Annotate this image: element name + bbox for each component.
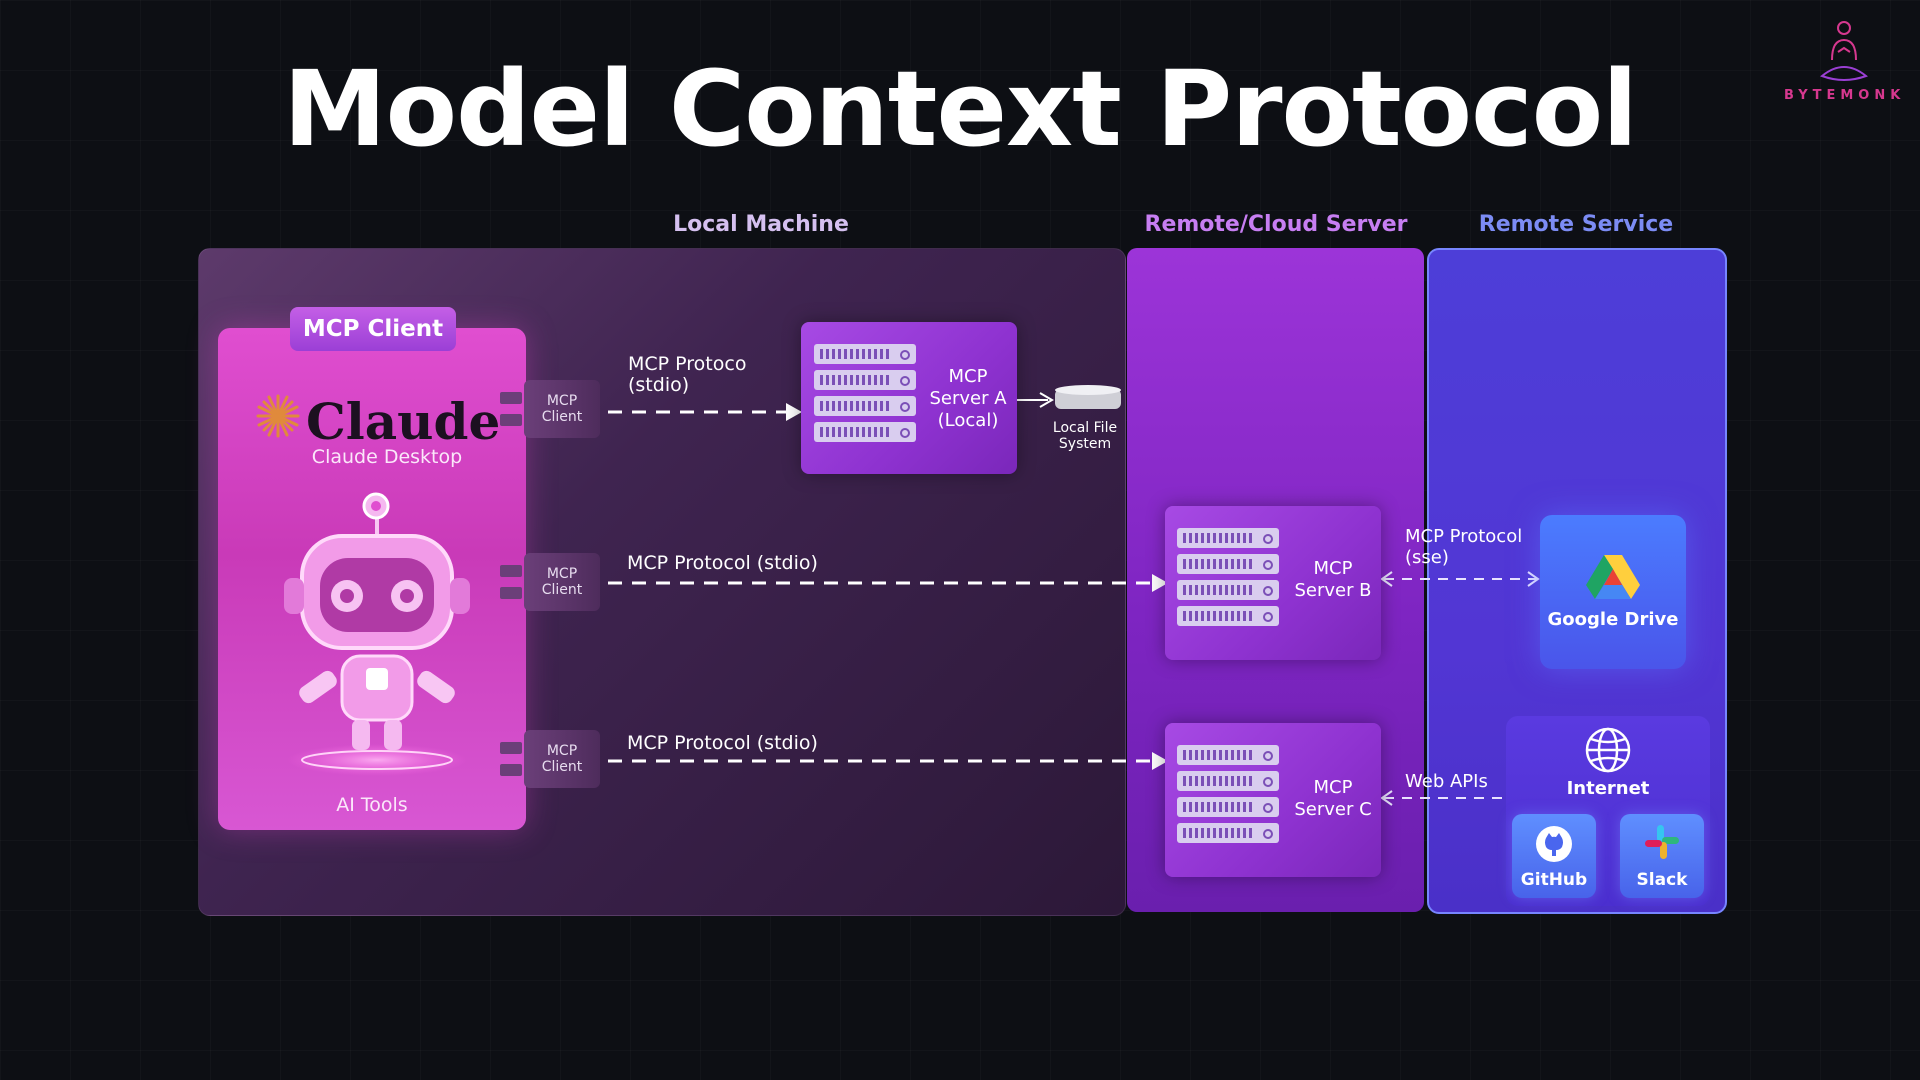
brand-logo-text: BYTEMONK — [1784, 88, 1906, 103]
internet-label: Internet — [1566, 778, 1650, 799]
port-connector — [500, 565, 522, 577]
server-rack-icon — [1177, 771, 1279, 791]
server-b-label-line2: Server B — [1294, 580, 1372, 601]
connection-label-1: MCP Protoco (stdio) — [628, 354, 746, 396]
server-rack-icon — [1177, 554, 1279, 574]
server-a-label-line3: (Local) — [937, 410, 999, 431]
server-b-label: MCP Server B — [1287, 558, 1379, 602]
google-drive-label: Google Drive — [1547, 609, 1679, 630]
port-connector — [500, 764, 522, 776]
slack-label: Slack — [1636, 870, 1688, 890]
mcp-client-port-3: MCP Client — [524, 730, 600, 788]
port-connector — [500, 742, 522, 754]
server-c-label-line1: MCP — [1313, 777, 1353, 798]
arrowhead — [786, 403, 802, 421]
google-drive-icon — [1586, 555, 1640, 599]
port-connector — [500, 587, 522, 599]
arrowhead — [1152, 752, 1168, 770]
server-rack-icon — [1177, 528, 1279, 548]
server-c-label-line2: Server C — [1294, 799, 1372, 820]
slack-card: Slack — [1620, 814, 1704, 898]
local-file-system-label: Local File System — [1040, 420, 1130, 452]
monk-icon — [1820, 21, 1868, 81]
port-label: MCP Client — [541, 393, 583, 425]
port-connector — [500, 392, 522, 404]
server-rack-icon — [814, 344, 916, 364]
brand-logo: BYTEMONK — [1784, 18, 1904, 108]
server-rack-icon — [814, 370, 916, 390]
connection-label-1-line1: MCP Protoco — [628, 353, 747, 375]
server-rack-icon — [1177, 580, 1279, 600]
server-a-label: MCP Server A (Local) — [921, 366, 1015, 432]
claude-star-icon — [256, 394, 300, 438]
mcp-server-c: MCP Server C — [1165, 723, 1381, 877]
github-label: GitHub — [1520, 870, 1588, 890]
server-rack-icon — [814, 422, 916, 442]
github-icon — [1536, 826, 1572, 862]
arrowhead — [1152, 574, 1168, 592]
zone-label-remote: Remote/Cloud Server — [1144, 212, 1408, 237]
mcp-client-port-2: MCP Client — [524, 553, 600, 611]
server-c-label: MCP Server C — [1287, 777, 1379, 821]
local-fs-line1: Local File — [1052, 420, 1118, 436]
server-rack-icon — [814, 396, 916, 416]
connection-label-1-line2: (stdio) — [628, 374, 690, 396]
mcp-server-a: MCP Server A (Local) — [801, 322, 1017, 474]
zone-label-local: Local Machine — [673, 212, 849, 237]
connection-label-3: MCP Protocol (stdio) — [627, 732, 818, 754]
mcp-server-b: MCP Server B — [1165, 506, 1381, 660]
google-drive-card: Google Drive — [1540, 515, 1686, 669]
server-rack-icon — [1177, 823, 1279, 843]
server-rack-icon — [1177, 797, 1279, 817]
local-fs-line2: System — [1058, 436, 1112, 452]
sse-link-label: MCP Protocol (sse) — [1405, 526, 1522, 568]
mcp-client-tag: MCP Client — [290, 307, 456, 351]
globe-icon — [1585, 727, 1631, 773]
server-b-label-line1: MCP — [1313, 558, 1353, 579]
server-rack-icon — [1177, 745, 1279, 765]
sse-link-label-line2: (sse) — [1405, 547, 1449, 568]
sse-link-label-line1: MCP Protocol — [1405, 526, 1523, 547]
server-rack-icon — [1177, 606, 1279, 626]
mcp-client-port-1: MCP Client — [524, 380, 600, 438]
web-apis-label: Web APIs — [1405, 771, 1488, 792]
connection-label-2: MCP Protocol (stdio) — [627, 552, 818, 574]
github-card: GitHub — [1512, 814, 1596, 898]
slack-icon — [1645, 825, 1679, 859]
disk-icon — [1055, 385, 1121, 409]
robot-icon — [284, 492, 470, 776]
port-label: MCP Client — [541, 743, 583, 775]
server-a-label-line1: MCP — [948, 366, 988, 387]
page-title: Model Context Protocol — [283, 48, 1638, 170]
claude-wordmark: Claude — [306, 392, 501, 451]
zone-label-service: Remote Service — [1478, 212, 1674, 237]
internet-card: Internet GitHub Slack — [1506, 716, 1710, 906]
server-a-label-line2: Server A — [929, 388, 1007, 409]
claude-desktop-label: Claude Desktop — [311, 446, 463, 468]
port-connector — [500, 414, 522, 426]
ai-tools-label: AI Tools — [336, 794, 408, 816]
port-label: MCP Client — [541, 566, 583, 598]
